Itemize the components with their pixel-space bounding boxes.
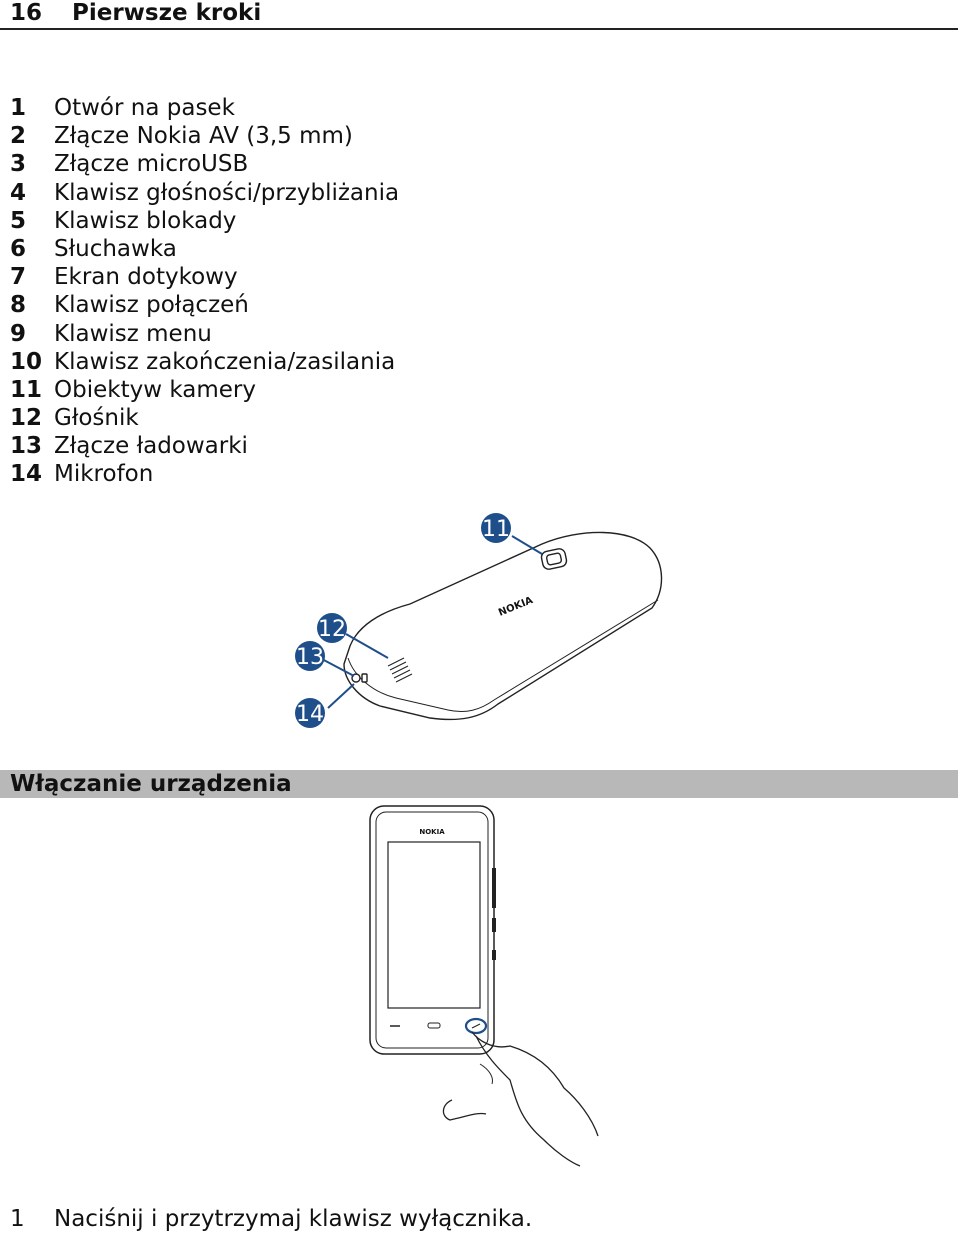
step-item: 1 Naciśnij i przytrzymaj klawisz wyłączni… bbox=[0, 1206, 532, 1232]
section-title: Włączanie urządzenia bbox=[10, 771, 292, 797]
list-item: 10 Klawisz zakończenia/zasilania bbox=[0, 348, 399, 376]
part-label: Złącze ładowarki bbox=[54, 433, 248, 460]
callout-13: 13 bbox=[295, 641, 325, 671]
list-item: 5 Klawisz blokady bbox=[0, 207, 399, 235]
part-label: Złącze Nokia AV (3,5 mm) bbox=[54, 123, 353, 150]
part-label: Mikrofon bbox=[54, 461, 154, 488]
list-item: 12 Głośnik bbox=[0, 404, 399, 432]
part-number: 1 bbox=[10, 95, 27, 121]
part-number: 3 bbox=[10, 151, 27, 178]
callout-14: 14 bbox=[295, 698, 325, 728]
part-label: Klawisz zakończenia/zasilania bbox=[54, 348, 396, 375]
part-label: Klawisz blokady bbox=[54, 207, 237, 234]
part-label: Otwór na pasek bbox=[54, 95, 235, 121]
part-number: 10 bbox=[10, 348, 43, 375]
part-label: Złącze microUSB bbox=[54, 151, 249, 178]
page-header: 16 Pierwsze kroki bbox=[0, 0, 958, 30]
list-item: 3 Złącze microUSB bbox=[0, 150, 399, 178]
list-item: 6 Słuchawka bbox=[0, 235, 399, 263]
callout-12: 12 bbox=[317, 613, 347, 643]
list-item: 4 Klawisz głośności/przybliżania bbox=[0, 179, 399, 207]
parts-list: 1 Otwór na pasek 2 Złącze Nokia AV (3,5 mm… bbox=[0, 94, 399, 489]
list-item: 1 Otwór na pasek bbox=[0, 94, 399, 122]
step-number: 1 bbox=[10, 1206, 25, 1232]
part-number: 12 bbox=[10, 405, 43, 432]
part-number: 9 bbox=[10, 320, 27, 347]
brand-logo: NOKIA bbox=[419, 828, 445, 836]
part-number: 6 bbox=[10, 235, 27, 262]
page-number: 16 bbox=[10, 0, 43, 26]
part-label: Obiektyw kamery bbox=[54, 376, 256, 403]
part-label: Ekran dotykowy bbox=[54, 264, 238, 291]
part-number: 8 bbox=[10, 292, 27, 319]
list-item: 7 Ekran dotykowy bbox=[0, 263, 399, 291]
svg-text:11: 11 bbox=[482, 517, 510, 542]
svg-text:12: 12 bbox=[318, 617, 346, 642]
part-label: Głośnik bbox=[54, 405, 139, 432]
part-label: Słuchawka bbox=[54, 235, 177, 262]
part-number: 11 bbox=[10, 376, 43, 403]
svg-text:14: 14 bbox=[296, 702, 324, 727]
callout-11: 11 bbox=[481, 513, 511, 543]
part-number: 4 bbox=[10, 179, 27, 206]
phone-back-illustration: NOKIA 11 12 13 14 bbox=[295, 513, 663, 728]
part-number: 5 bbox=[10, 207, 27, 234]
part-label: Klawisz połączeń bbox=[54, 292, 249, 319]
section-header: Włączanie urządzenia bbox=[0, 770, 958, 798]
list-item: 14 Mikrofon bbox=[0, 460, 399, 488]
part-number: 14 bbox=[10, 461, 43, 488]
list-item: 9 Klawisz menu bbox=[0, 320, 399, 348]
part-label: Klawisz menu bbox=[54, 320, 212, 347]
list-item: 2 Złącze Nokia AV (3,5 mm) bbox=[0, 122, 399, 150]
phone-front-illustration: NOKIA bbox=[369, 805, 599, 1167]
svg-text:13: 13 bbox=[296, 645, 324, 670]
list-item: 13 Złącze ładowarki bbox=[0, 432, 399, 460]
step-text: Naciśnij i przytrzymaj klawisz wyłącznik… bbox=[54, 1206, 533, 1232]
part-label: Klawisz głośności/przybliżania bbox=[54, 179, 400, 206]
list-item: 11 Obiektyw kamery bbox=[0, 376, 399, 404]
list-item: 8 Klawisz połączeń bbox=[0, 291, 399, 319]
chapter-title: Pierwsze kroki bbox=[72, 0, 262, 26]
part-number: 13 bbox=[10, 433, 43, 460]
part-number: 2 bbox=[10, 123, 27, 150]
part-number: 7 bbox=[10, 264, 27, 291]
